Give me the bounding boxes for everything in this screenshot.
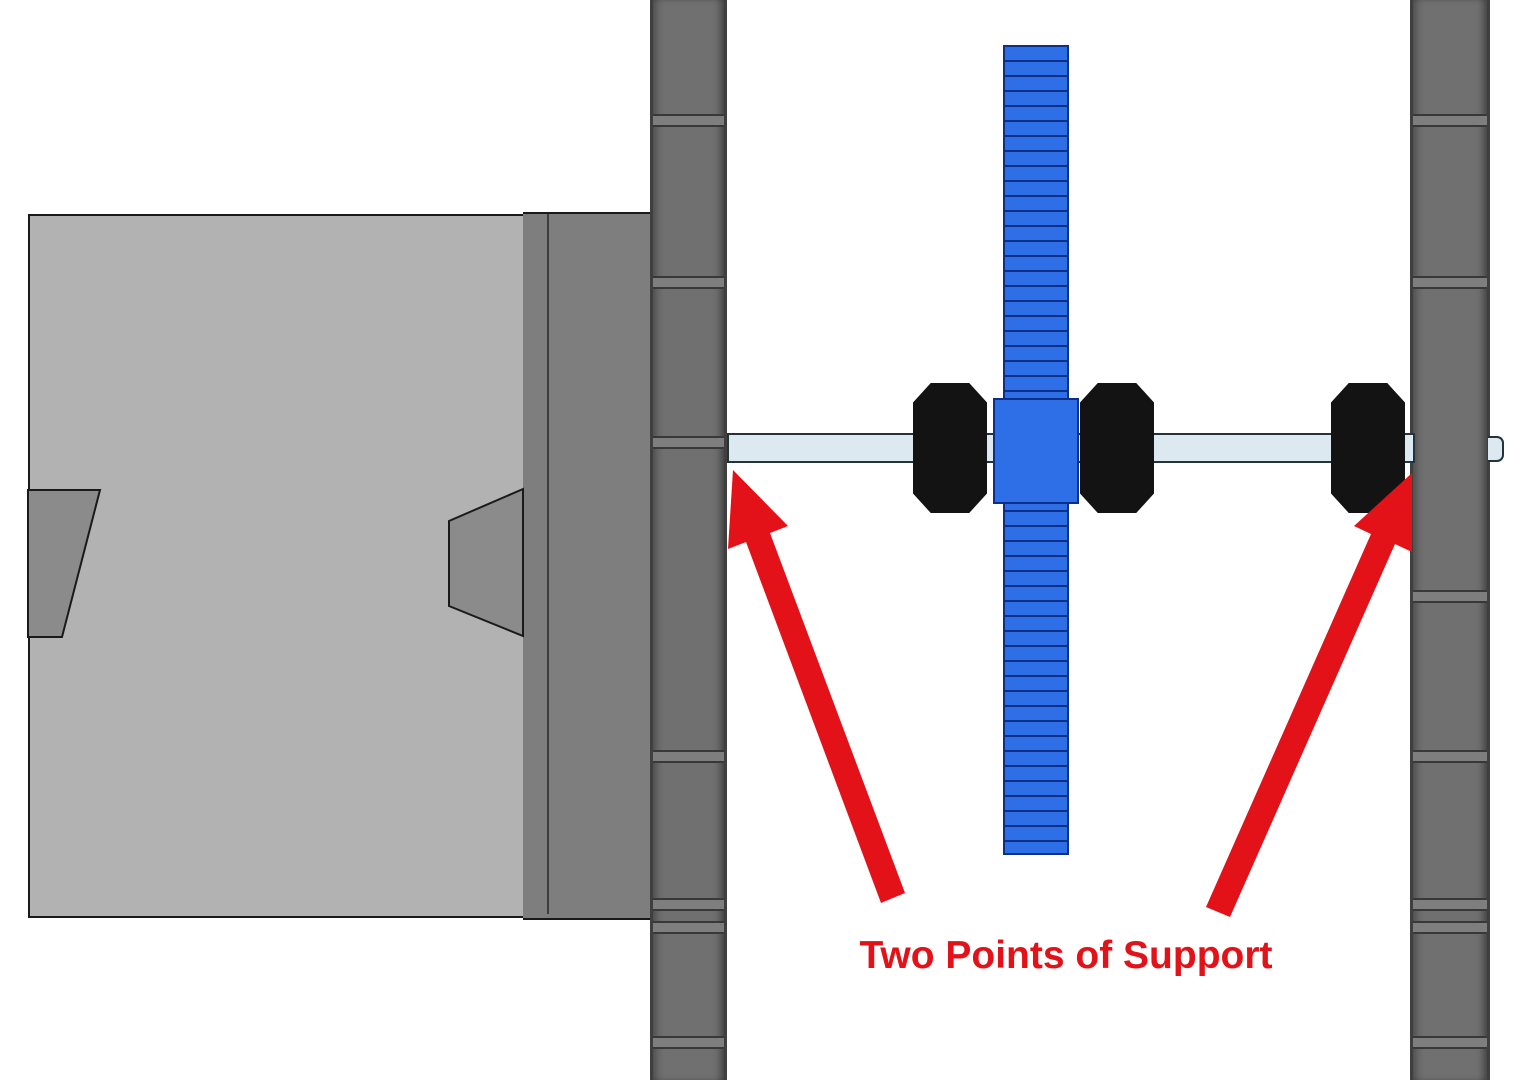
support-arrow-left-icon xyxy=(728,470,905,903)
shaft-spacer-right xyxy=(1080,383,1154,513)
rail-groove xyxy=(1413,750,1487,763)
rail-groove xyxy=(653,750,724,763)
rail-groove xyxy=(1413,114,1487,127)
motor-block-front-face xyxy=(28,214,525,918)
rail-groove xyxy=(653,1036,724,1049)
annotation-label: Two Points of Support xyxy=(859,934,1273,977)
rail-groove xyxy=(653,436,724,449)
support-arrow-right-icon xyxy=(1206,473,1412,917)
rail-groove xyxy=(653,921,724,934)
support-rail-right xyxy=(1410,0,1490,1080)
motor-block-side-face xyxy=(523,212,652,920)
rail-groove xyxy=(1413,590,1487,603)
rail-groove xyxy=(653,276,724,289)
shaft-spacer-left xyxy=(913,383,987,513)
rail-groove xyxy=(1413,921,1487,934)
rail-groove xyxy=(653,898,724,911)
rail-groove xyxy=(1413,276,1487,289)
shaft-spacer-outer xyxy=(1331,383,1405,513)
rail-groove xyxy=(653,114,724,127)
gear-hub xyxy=(993,398,1079,504)
support-rail-left xyxy=(650,0,727,1080)
rail-groove xyxy=(1413,1036,1487,1049)
rail-groove xyxy=(1413,898,1487,911)
axle-shaft-end xyxy=(1488,436,1504,462)
